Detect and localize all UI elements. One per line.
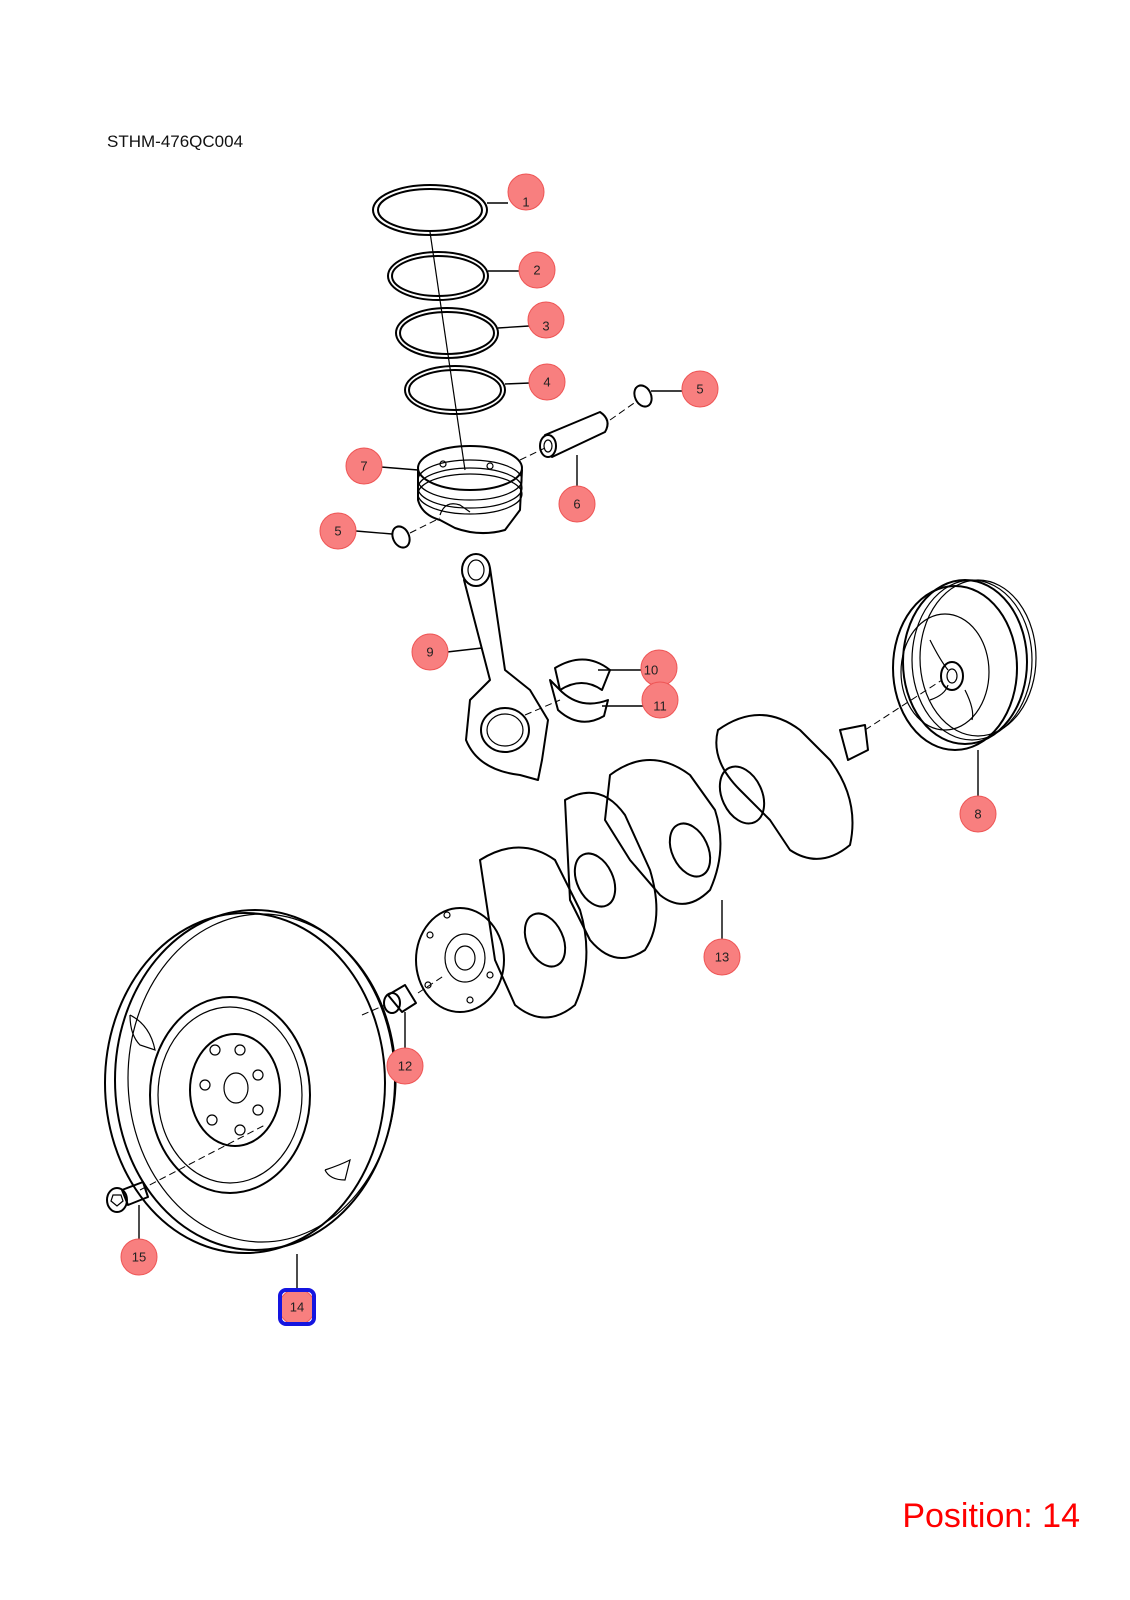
- callout-2[interactable]: 2: [518, 251, 556, 289]
- callout-6[interactable]: 6: [558, 485, 596, 523]
- svg-text:6: 6: [573, 497, 580, 512]
- piston-pin: [519, 400, 638, 461]
- callout-10[interactable]: 10: [640, 649, 678, 687]
- pilot-bearing: [361, 974, 446, 1016]
- svg-text:15: 15: [132, 1250, 146, 1265]
- snap-ring-lower: [391, 517, 441, 549]
- callout-leaders: [138, 202, 979, 1290]
- callout-5-upper[interactable]: 5: [681, 370, 719, 408]
- crankshaft: [415, 714, 869, 1019]
- callout-9[interactable]: 9: [411, 633, 449, 671]
- svg-text:3: 3: [542, 319, 549, 334]
- svg-text:14: 14: [290, 1300, 304, 1315]
- callout-8[interactable]: 8: [959, 795, 997, 833]
- piston-ring-3: [395, 307, 499, 359]
- callout-12[interactable]: 12: [386, 1047, 424, 1085]
- callout-3[interactable]: 3: [527, 301, 565, 339]
- callout-14[interactable]: 14: [278, 1288, 316, 1326]
- ring-axis-line: [429, 231, 466, 471]
- svg-text:7: 7: [360, 459, 367, 474]
- svg-text:10: 10: [644, 663, 658, 678]
- position-readout: Position: 14: [902, 1497, 1080, 1535]
- bolt-axis-line: [139, 1124, 266, 1191]
- piston-ring-2: [387, 251, 489, 301]
- svg-text:11: 11: [653, 699, 667, 714]
- flywheel-bolt: [106, 1181, 149, 1213]
- svg-text:2: 2: [533, 263, 540, 278]
- piston: [417, 445, 523, 534]
- svg-text:5: 5: [696, 382, 703, 397]
- svg-text:5: 5: [334, 524, 341, 539]
- svg-text:9: 9: [426, 645, 433, 660]
- callout-13[interactable]: 13: [703, 938, 741, 976]
- callout-5-lower[interactable]: 5: [319, 512, 357, 550]
- svg-text:13: 13: [715, 950, 729, 965]
- callout-7[interactable]: 7: [345, 447, 383, 485]
- connecting-rod: [461, 553, 549, 781]
- flywheel: [104, 909, 397, 1254]
- piston-ring-1: [372, 184, 488, 236]
- callout-11[interactable]: 11: [641, 681, 679, 719]
- bearing-shell-lower: [549, 679, 609, 723]
- diagram-code: STHM-476QC004: [107, 132, 244, 151]
- snap-ring-upper: [633, 384, 653, 408]
- bearing-shell-upper: [554, 658, 611, 691]
- callout-1[interactable]: 1: [507, 173, 545, 211]
- pulley-axis-line: [864, 679, 943, 731]
- svg-text:12: 12: [398, 1059, 412, 1074]
- svg-text:8: 8: [974, 807, 981, 822]
- bearing-axis-line: [524, 699, 561, 716]
- svg-text:1: 1: [522, 195, 529, 210]
- svg-text:4: 4: [543, 375, 550, 390]
- callout-15[interactable]: 15: [120, 1238, 158, 1276]
- crankshaft-pulley: [892, 579, 1037, 751]
- callout-4[interactable]: 4: [528, 363, 566, 401]
- selected-callout-highlight: [278, 1288, 316, 1326]
- piston-ring-4: [404, 365, 506, 415]
